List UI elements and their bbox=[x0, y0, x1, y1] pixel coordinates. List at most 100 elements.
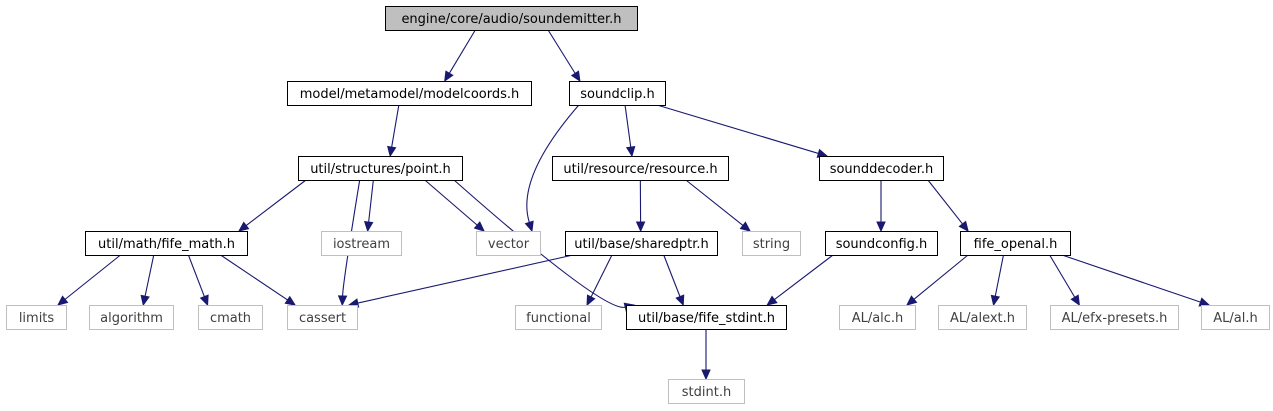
node-label-functional: functional bbox=[526, 311, 591, 326]
node-label-cassert: cassert bbox=[299, 311, 346, 326]
node-box-cmath bbox=[198, 305, 263, 330]
arrowhead-sharedptr-to-fife_stdint bbox=[675, 294, 685, 307]
node-fife_math[interactable]: util/math/fife_math.h bbox=[85, 231, 248, 256]
nodes-layer: engine/core/audio/soundemitter.h model/me… bbox=[6, 6, 1270, 404]
node-box-algorithm bbox=[89, 305, 174, 330]
node-efx_presets: AL/efx-presets.h bbox=[1050, 305, 1179, 330]
arrowhead-resource-to-sharedptr bbox=[635, 221, 646, 233]
edge-fife_openal-to-efx_presets bbox=[1049, 254, 1076, 298]
arrowhead-soundemitter-to-modelcoords bbox=[444, 70, 454, 83]
node-fife_stdint[interactable]: util/base/fife_stdint.h bbox=[626, 305, 787, 330]
node-label-efx_presets: AL/efx-presets.h bbox=[1062, 311, 1168, 326]
node-box-fife_openal bbox=[960, 231, 1071, 256]
node-soundconfig[interactable]: soundconfig.h bbox=[825, 231, 938, 256]
node-box-soundconfig bbox=[825, 231, 938, 256]
node-box-modelcoords bbox=[287, 81, 532, 106]
node-box-iostream bbox=[321, 231, 402, 256]
edge-resource-to-string bbox=[685, 179, 744, 226]
node-cmath: cmath bbox=[198, 305, 263, 330]
arrowhead-fife_openal-to-al bbox=[1198, 297, 1211, 307]
edge-soundclip-to-vector bbox=[526, 104, 580, 223]
edges-layer bbox=[57, 29, 1211, 381]
node-label-fife_stdint: util/base/fife_stdint.h bbox=[638, 311, 775, 326]
node-box-string bbox=[742, 231, 801, 256]
node-label-stdint: stdint.h bbox=[682, 385, 731, 400]
arrowhead-point-to-fife_math bbox=[238, 221, 250, 232]
arrowhead-fife_math-to-algorithm bbox=[140, 294, 150, 307]
node-box-soundemitter bbox=[385, 6, 638, 31]
node-label-fife_openal: fife_openal.h bbox=[974, 237, 1058, 252]
node-alc: AL/alc.h bbox=[839, 305, 916, 330]
arrowhead-soundemitter-to-soundclip bbox=[570, 70, 581, 83]
node-modelcoords[interactable]: model/metamodel/modelcoords.h bbox=[287, 81, 532, 106]
node-box-fife_stdint bbox=[626, 305, 787, 330]
edge-point-to-cassert bbox=[342, 179, 361, 297]
node-string: string bbox=[742, 231, 801, 256]
node-label-cmath: cmath bbox=[210, 311, 251, 326]
arrowhead-modelcoords-to-point bbox=[387, 145, 397, 158]
edge-soundclip-to-resource bbox=[624, 104, 632, 148]
arrowhead-sharedptr-to-functional bbox=[586, 294, 596, 307]
node-box-sounddecoder bbox=[819, 156, 944, 181]
edge-fife_openal-to-al bbox=[1061, 254, 1201, 303]
node-label-point: util/structures/point.h bbox=[310, 162, 451, 177]
arrowhead-point-to-iostream bbox=[363, 221, 374, 233]
arrowhead-fife_openal-to-alc bbox=[906, 295, 918, 306]
node-box-al bbox=[1201, 305, 1270, 330]
node-box-sharedptr bbox=[565, 231, 718, 256]
arrowhead-point-to-cassert bbox=[337, 295, 348, 307]
node-box-alext bbox=[938, 305, 1027, 330]
node-label-vector: vector bbox=[488, 237, 530, 252]
node-soundclip[interactable]: soundclip.h bbox=[569, 81, 666, 106]
node-sharedptr[interactable]: util/base/sharedptr.h bbox=[565, 231, 718, 256]
arrowhead-point-to-vector bbox=[473, 221, 485, 232]
node-resource[interactable]: util/resource/resource.h bbox=[552, 156, 729, 181]
node-box-limits bbox=[6, 305, 67, 330]
edge-sharedptr-to-fife_stdint bbox=[663, 254, 681, 297]
edge-fife_math-to-limits bbox=[64, 254, 121, 300]
arrowhead-fife_math-to-limits bbox=[57, 295, 69, 306]
edge-point-to-fife_math bbox=[245, 179, 307, 226]
edge-point-to-fife_stdint bbox=[453, 179, 626, 308]
node-label-resource: util/resource/resource.h bbox=[563, 162, 717, 177]
edge-fife_math-to-cmath bbox=[187, 254, 205, 297]
edge-point-to-vector bbox=[424, 179, 478, 226]
node-sounddecoder[interactable]: sounddecoder.h bbox=[819, 156, 944, 181]
node-box-vector bbox=[476, 231, 541, 256]
edge-soundemitter-to-soundclip bbox=[547, 29, 576, 74]
node-label-soundconfig: soundconfig.h bbox=[836, 237, 928, 252]
arrowhead-sounddecoder-to-soundconfig bbox=[876, 221, 886, 233]
edge-sounddecoder-to-fife_openal bbox=[927, 179, 963, 225]
edge-soundemitter-to-modelcoords bbox=[448, 29, 476, 74]
node-box-stdint bbox=[668, 379, 745, 404]
arrowhead-fife_math-to-cassert bbox=[284, 295, 297, 306]
node-fife_openal[interactable]: fife_openal.h bbox=[960, 231, 1071, 256]
node-functional: functional bbox=[515, 305, 602, 330]
node-limits: limits bbox=[6, 305, 67, 330]
arrowhead-soundconfig-to-fife_stdint bbox=[766, 295, 778, 306]
node-iostream: iostream bbox=[321, 231, 402, 256]
arrowhead-fife_stdint-to-stdint bbox=[701, 369, 711, 381]
node-label-string: string bbox=[753, 237, 790, 252]
edge-fife_math-to-cassert bbox=[220, 254, 288, 301]
edge-fife_openal-to-alc bbox=[913, 254, 969, 300]
arrowhead-fife_openal-to-efx_presets bbox=[1070, 294, 1080, 307]
node-box-cassert bbox=[287, 305, 358, 330]
node-alext: AL/alext.h bbox=[938, 305, 1027, 330]
arrowhead-fife_openal-to-alext bbox=[990, 294, 1001, 307]
node-label-sounddecoder: sounddecoder.h bbox=[830, 162, 934, 177]
node-algorithm: algorithm bbox=[89, 305, 174, 330]
node-label-al: AL/al.h bbox=[1213, 311, 1257, 326]
node-label-soundemitter: engine/core/audio/soundemitter.h bbox=[401, 12, 621, 27]
node-box-point bbox=[298, 156, 463, 181]
node-box-soundclip bbox=[569, 81, 666, 106]
node-vector: vector bbox=[476, 231, 541, 256]
node-label-iostream: iostream bbox=[333, 237, 390, 252]
node-label-algorithm: algorithm bbox=[100, 311, 163, 326]
node-al: AL/al.h bbox=[1201, 305, 1270, 330]
node-box-resource bbox=[552, 156, 729, 181]
node-label-alc: AL/alc.h bbox=[852, 311, 904, 326]
node-point[interactable]: util/structures/point.h bbox=[298, 156, 463, 181]
node-box-functional bbox=[515, 305, 602, 330]
